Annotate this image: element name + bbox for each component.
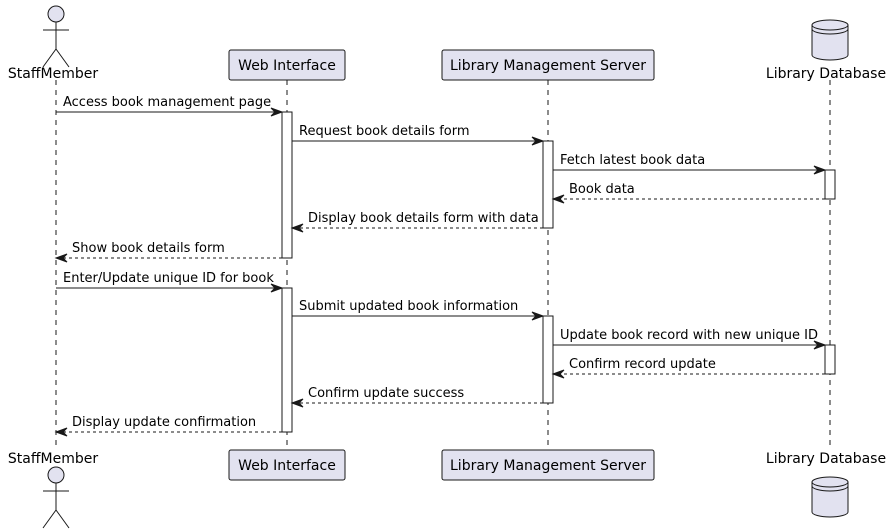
database-library-database-top [811,19,849,61]
participant-box [228,449,346,481]
arrowhead-icon [813,165,827,175]
actor-head-icon [47,466,65,484]
actor-leg [55,509,70,529]
arrowhead-icon [54,427,68,437]
arrowhead-icon [813,340,827,350]
arrowhead-icon [270,283,284,293]
participant-label: Library Database [766,66,886,82]
participant-label: Library Database [766,451,886,467]
participant-web-interface-bottom: Web Interface [228,449,346,481]
actor-head-icon [47,5,65,23]
database-library-database-bottom [811,476,849,518]
participant-label: Library Management Server [450,458,646,474]
database-icon [811,19,849,61]
activation-bar [281,111,293,259]
message-request-book-details-form: Request book details form [292,124,545,146]
message-confirm-record-update: Confirm record update [551,357,825,379]
arrowhead-icon [54,253,68,263]
message-display-update-confirmation: Display update confirmation [54,415,282,437]
participant-label: Web Interface [238,458,336,474]
participant-library-management-server-bottom: Library Management Server [441,449,655,481]
arrowhead-icon [551,369,565,379]
message-label: Access book management page [63,95,271,110]
participant-box [441,449,655,481]
message-book-data: Book data [551,182,825,204]
message-confirm-update-success: Confirm update success [290,386,543,408]
participant-label: Library Management Server [450,58,646,74]
arrowhead-icon [551,194,565,204]
activation-bar [824,169,836,200]
message-label: Enter/Update unique ID for book [63,271,274,286]
message-label: Book data [569,182,635,197]
actor-staffmember-top [42,5,70,68]
arrowhead-icon [270,107,284,117]
message-fetch-latest-book-data: Fetch latest book data [553,153,827,175]
actor-staffmember-bottom [42,466,70,529]
message-label: Confirm record update [569,357,716,372]
participant-box [441,49,655,81]
message-update-book-record-with-new-unique-id: Update book record with new unique ID [553,328,827,350]
participant-box [228,49,346,81]
arrowhead-icon [531,136,545,146]
database-rim [811,481,849,492]
message-enter-update-unique-id-for-book: Enter/Update unique ID for book [56,271,284,293]
participant-label: StaffMember [8,451,98,467]
message-label: Update book record with new unique ID [560,328,818,343]
message-display-book-details-form-with-data: Display book details form with data [290,211,543,233]
message-label: Show book details form [72,241,225,256]
participant-library-management-server-top: Library Management Server [441,49,655,81]
arrowhead-icon [290,398,304,408]
message-label: Submit updated book information [299,299,518,314]
actor-leg [42,48,57,68]
message-label: Display book details form with data [308,211,539,226]
participant-web-interface-top: Web Interface [228,49,346,81]
message-label: Confirm update success [308,386,464,401]
activation-bar [542,140,554,229]
database-rim [811,24,849,35]
participant-label: Web Interface [238,58,336,74]
message-label: Fetch latest book data [560,153,705,168]
actor-leg [55,48,70,68]
actor-leg [42,509,57,529]
activation-bar [542,315,554,404]
activation-bar [824,344,836,375]
message-show-book-details-form: Show book details form [54,241,282,263]
message-submit-updated-book-information: Submit updated book information [292,299,545,321]
arrowhead-icon [290,223,304,233]
activation-bar [281,287,293,433]
message-access-book-management-page: Access book management page [56,95,284,117]
message-label: Display update confirmation [72,415,256,430]
participant-label: StaffMember [8,66,98,82]
message-label: Request book details form [299,124,470,139]
arrowhead-icon [531,311,545,321]
database-icon [811,476,849,518]
